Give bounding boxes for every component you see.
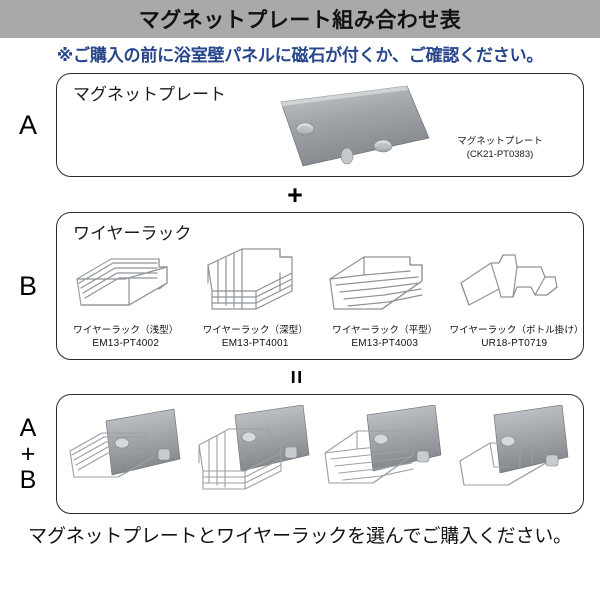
equals-operator: = (0, 362, 600, 392)
combo-flat-cell (320, 405, 450, 505)
magnet-plate-name: マグネットプレート (457, 136, 543, 147)
combo-deep-icon (198, 405, 310, 490)
wire-rack-shallow-cell (63, 249, 191, 319)
section-b-heading: ワイヤーラック (73, 224, 192, 243)
combo-label-b: B (19, 466, 37, 495)
combo-deep-cell (191, 405, 321, 505)
combo-flat-icon (324, 405, 442, 484)
purchase-notice: ※ご購入の前に浴室壁パネルに磁石が付くか、ご確認ください。 (56, 45, 544, 65)
section-combo-row: A + B (0, 392, 600, 516)
section-b-row: B ワイヤーラック (0, 210, 600, 362)
section-a-label: A (18, 109, 37, 140)
wire-rack-code: EM13-PT4002 (92, 338, 160, 349)
equals-icon: = (281, 369, 309, 385)
combo-bottle-icon (459, 405, 569, 486)
wire-rack-name: ワイヤーラック（平型） (332, 324, 438, 336)
combo-label-plus: + (20, 439, 36, 468)
wire-rack-name: ワイヤーラック（ボトル掛け） (449, 324, 584, 336)
plus-icon: + (287, 179, 303, 210)
wire-rack-shallow-icon (76, 258, 168, 306)
combo-shallow-icon (69, 408, 181, 478)
section-a-box: マグネットプレート (56, 73, 584, 177)
section-b-box: ワイヤーラック (56, 212, 584, 360)
magnet-plate-icon (275, 84, 435, 174)
section-b-label: B (18, 270, 37, 301)
wire-rack-caption: ワイヤーラック（深型） EM13-PT4001 (191, 324, 321, 351)
combo-shallow-cell (61, 405, 191, 505)
wire-rack-bottle-cell (449, 249, 577, 319)
wire-rack-caption: ワイヤーラック（ボトル掛け） UR18-PT0719 (449, 324, 584, 351)
wire-rack-flat-icon (329, 256, 423, 310)
wire-rack-caption: ワイヤーラック（平型） EM13-PT4003 (320, 324, 450, 351)
wire-rack-captions: ワイヤーラック（浅型） EM13-PT4002 ワイヤーラック（深型） EM13… (61, 324, 584, 351)
wire-rack-code: EM13-PT4003 (351, 338, 419, 349)
wire-rack-caption: ワイヤーラック（浅型） EM13-PT4002 (61, 324, 191, 351)
title-bar: マグネットプレート組み合わせ表 (0, 0, 600, 38)
section-combo-label: A + B (0, 413, 56, 495)
wire-rack-name: ワイヤーラック（深型） (202, 324, 308, 336)
footer-instruction: マグネットプレートとワイヤーラックを選んでご購入ください。 (28, 525, 572, 547)
magnet-plate-caption: マグネットプレート (CK21-PT0383) (435, 136, 565, 162)
page-title: マグネットプレート組み合わせ表 (138, 9, 462, 32)
section-combo-box (56, 394, 584, 514)
wire-rack-bottle-icon (460, 254, 558, 306)
plus-operator: + (0, 180, 600, 210)
combo-illustrations (61, 401, 579, 509)
section-a-heading: マグネットプレート (73, 85, 226, 104)
wire-rack-illustrations (63, 241, 577, 319)
wire-rack-code: UR18-PT0719 (481, 338, 548, 349)
combo-bottle-cell (450, 405, 580, 505)
wire-rack-flat-cell (320, 249, 448, 319)
wire-rack-deep-cell (192, 243, 320, 319)
section-a-row: A マグネットプレート (0, 70, 600, 180)
magnet-plate-code: (CK21-PT0383) (466, 148, 534, 160)
wire-rack-deep-icon (207, 248, 293, 310)
combo-label-a: A (19, 413, 37, 442)
wire-rack-name: ワイヤーラック（浅型） (73, 324, 179, 336)
wire-rack-code: EM13-PT4001 (221, 338, 289, 349)
